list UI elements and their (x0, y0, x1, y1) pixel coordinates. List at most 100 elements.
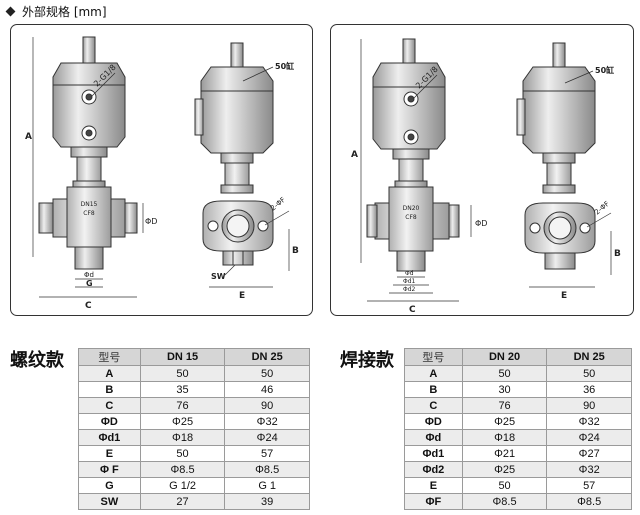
dimension-d1-label: Φd1 (403, 278, 416, 285)
row-value: 76 (139, 397, 226, 414)
row-value: Φ27 (546, 445, 632, 462)
dimension-e-label: E (239, 291, 245, 301)
row-value: Φ21 (461, 445, 548, 462)
row-key: A (404, 365, 463, 382)
threaded-drawing: DN15 CF8 2-G1/8 A ΦD Φd G C (25, 36, 299, 311)
row-value: 30 (461, 381, 548, 398)
valve-side-view (516, 42, 596, 270)
row-value: 50 (546, 365, 632, 382)
row-value: 76 (461, 397, 548, 414)
valve-side-view (194, 42, 274, 266)
row-value: 50 (139, 365, 226, 382)
row-key: Φd2 (404, 461, 463, 478)
row-key: SW (78, 493, 141, 510)
table-header-row: 型号 DN 20 DN 25 (404, 348, 632, 366)
row-key: C (404, 397, 463, 414)
row-value: 50 (139, 445, 226, 462)
row-value: Φ32 (546, 461, 632, 478)
row-value: 90 (224, 397, 310, 414)
row-value: 27 (139, 493, 226, 510)
row-value: Φ8.5 (139, 461, 226, 478)
dimension-g-label: G (86, 279, 93, 288)
dimension-d-small-label: Φd (84, 271, 94, 279)
row-value: Φ32 (224, 413, 310, 430)
threaded-drawing-panel: DN15 CF8 2-G1/8 A ΦD Φd G C (10, 24, 313, 316)
header-size-1: DN 20 (461, 348, 548, 366)
header-size-2: DN 25 (546, 348, 632, 366)
header-model: 型号 (78, 348, 141, 366)
row-value: G 1 (224, 477, 310, 494)
row-value: Φ32 (546, 413, 632, 430)
row-key: ΦF (404, 493, 463, 510)
nameplate-callout: 50缸 (595, 65, 614, 75)
dimension-d2-label: Φd2 (403, 286, 416, 293)
dimension-a-label: A (25, 132, 32, 142)
body-material-mark: CF8 (405, 214, 417, 221)
row-value: Φ25 (139, 413, 226, 430)
dimension-d-small-label: Φd (405, 270, 414, 277)
row-value: G 1/2 (139, 477, 226, 494)
row-value: 35 (139, 381, 226, 398)
row-value: 50 (461, 477, 548, 494)
row-key: B (404, 381, 463, 398)
section-header-title: 外部规格 [mm] (22, 4, 107, 19)
nameplate-leader-line (242, 66, 274, 82)
row-value: Φ18 (461, 429, 548, 446)
row-value: Φ8.5 (224, 461, 310, 478)
header-size-1: DN 15 (139, 348, 226, 366)
nameplate-callout: 50缸 (275, 61, 294, 71)
dimension-b-label: B (292, 246, 299, 256)
dimension-c-label: C (85, 301, 92, 311)
row-value: Φ24 (224, 429, 310, 446)
row-key: C (78, 397, 141, 414)
row-value: 36 (546, 381, 632, 398)
sw-leader-line (224, 264, 236, 276)
row-key: A (78, 365, 141, 382)
dimension-d-label: ΦD (475, 219, 487, 228)
row-key: Φ F (78, 461, 141, 478)
row-key: E (78, 445, 141, 462)
row-value: 57 (224, 445, 310, 462)
row-value: Φ8.5 (546, 493, 632, 510)
header-size-2: DN 25 (224, 348, 310, 366)
nameplate-leader-line (564, 70, 594, 84)
row-key: B (78, 381, 141, 398)
welded-section-title: 焊接款 (340, 350, 394, 371)
threaded-section-title: 螺纹款 (10, 350, 64, 371)
row-value: 90 (546, 397, 632, 414)
port-leader-line (412, 74, 438, 100)
table-header-row: 型号 DN 15 DN 25 (78, 348, 310, 366)
row-value: Φ24 (546, 429, 632, 446)
welded-drawing-panel: DN20 CF8 2-G1/8 A ΦD Φd Φd1 Φd2 C (330, 24, 634, 316)
port-leader-line (90, 72, 116, 98)
dimension-f-label: 2-ΦF (593, 200, 611, 217)
dimension-f-label: 2-ΦF (269, 196, 287, 213)
row-value: 39 (224, 493, 310, 510)
dimension-e-label: E (561, 291, 567, 301)
body-size-mark: DN15 (81, 201, 98, 208)
dimension-sw-label: SW (211, 272, 226, 281)
row-key: Φd (404, 429, 463, 446)
header-model: 型号 (404, 348, 463, 366)
row-key: E (404, 477, 463, 494)
diamond-bullet-icon (5, 6, 16, 16)
row-value: 46 (224, 381, 310, 398)
body-material-mark: CF8 (83, 210, 95, 217)
row-key: ΦD (404, 413, 463, 430)
row-key: Φd1 (404, 445, 463, 462)
